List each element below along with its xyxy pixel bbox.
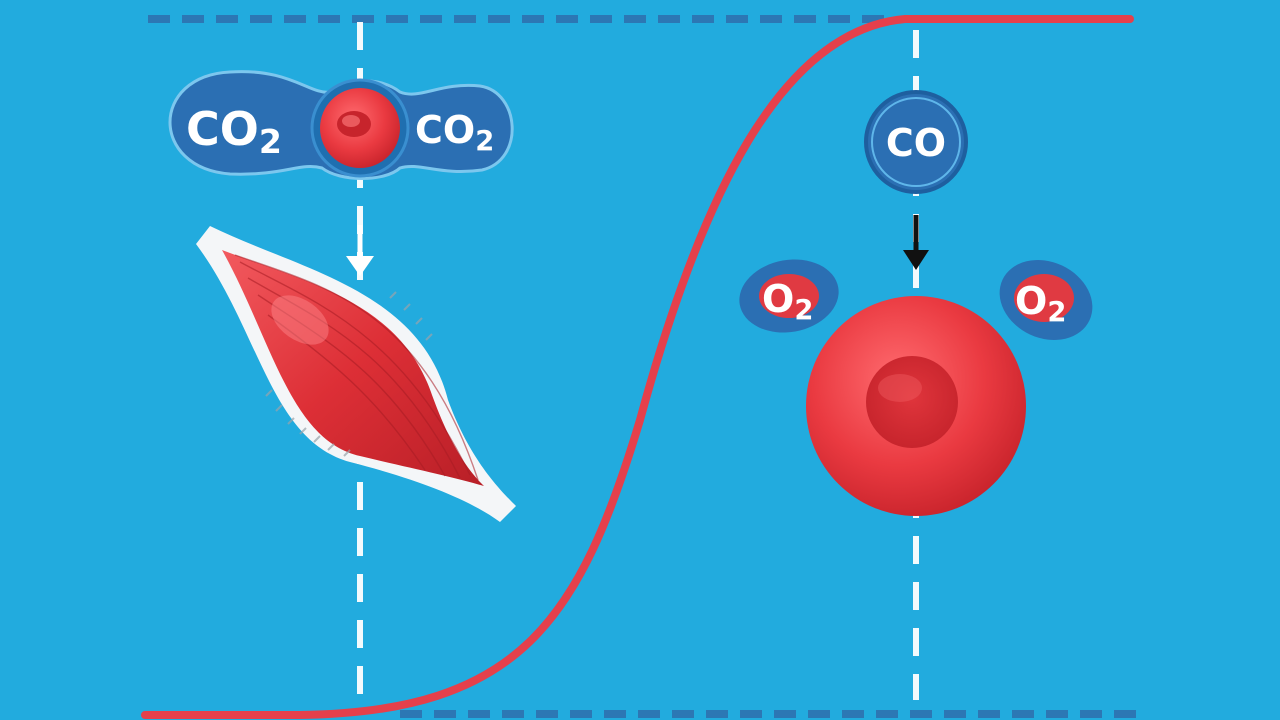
arrow-down-icon-black xyxy=(903,215,929,270)
small-red-blood-cell-icon xyxy=(320,88,400,168)
o2-label-right: O2 xyxy=(1015,279,1066,328)
o2-label-left: O2 xyxy=(762,277,813,326)
co2-label-right: CO2 xyxy=(415,108,494,157)
o2-bubble-right: O2 xyxy=(999,260,1093,340)
large-red-blood-cell-icon xyxy=(806,296,1026,516)
muscle-fiber-icon xyxy=(196,226,516,522)
co2-exchange-bubble: CO2 CO2 xyxy=(168,70,514,180)
sigmoid-curve xyxy=(141,15,1134,719)
co-label: CO xyxy=(886,121,946,165)
co2-label-left: CO2 xyxy=(186,102,282,161)
o2-bubble-left: O2 xyxy=(739,259,839,333)
arrow-down-icon-white xyxy=(346,225,374,276)
co-bubble: CO xyxy=(864,90,968,194)
